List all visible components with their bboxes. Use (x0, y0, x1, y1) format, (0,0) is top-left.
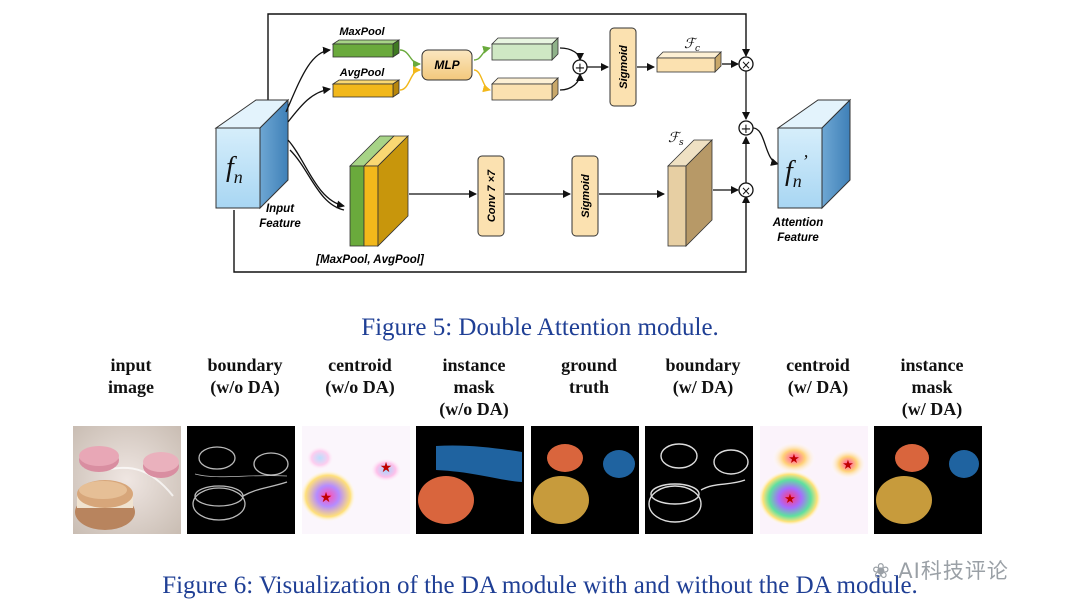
avgpool-label: AvgPool (339, 67, 386, 79)
svg-text:ℱc: ℱc (684, 36, 700, 54)
input-feature-label-1: Input (266, 203, 295, 215)
input-feature-cube: fn (214, 98, 290, 210)
fn-out-prime: ’ (802, 151, 808, 171)
instance-mask-wo-da-tile (416, 426, 524, 534)
spatial-attention-map (667, 139, 713, 247)
centroid-star-icon: ★ (320, 490, 333, 506)
watermark: ❀ AI科技评论 (872, 559, 1009, 583)
fn-out-subscript: n (793, 171, 802, 191)
conv-label: Conv 7 ×7 (486, 169, 498, 222)
column-header-boundary-w-da: boundary(w/ DA) (665, 355, 741, 397)
centroid-star-icon: ★ (788, 452, 800, 467)
input-image-tile (73, 426, 181, 534)
mlp-output-avgpool (491, 77, 559, 101)
bottom-skip-line (233, 195, 750, 273)
centroid-star-icon: ★ (842, 458, 854, 473)
attention-feature-cube: fn’ (776, 98, 852, 210)
avgpool-vector (331, 79, 401, 98)
svg-text:fn’: fn’ (785, 151, 808, 191)
arrow-to-concat-2 (289, 149, 345, 211)
svg-text:fn: fn (226, 152, 243, 187)
boundary-w-da-tile (645, 426, 753, 534)
fc-symbol: ℱ (684, 36, 698, 52)
fn-subscript: n (234, 167, 243, 187)
fs-symbol: ℱ (668, 130, 682, 146)
wechat-icon: ❀ (872, 559, 891, 583)
svg-text:+: + (741, 122, 752, 137)
attention-feature-label-1: Attention (772, 217, 823, 229)
merge-plus-icon: + (738, 120, 754, 137)
concat-pool-maps (349, 135, 409, 247)
spatial-sigmoid-label: Sigmoid (580, 174, 592, 218)
fs-subscript: s (679, 138, 684, 148)
svg-text:+: + (575, 61, 586, 76)
mlp-block (421, 49, 473, 81)
svg-text:×: × (741, 184, 751, 198)
svg-text:ℱs: ℱs (668, 130, 684, 148)
mlp-label: MLP (434, 58, 460, 72)
fc-subscript: c (695, 44, 700, 54)
channel-sigmoid-block (609, 27, 637, 107)
mlp-output-maxpool (491, 37, 559, 61)
figure5-caption: Figure 5: Double Attention module. (361, 314, 719, 341)
fn-symbol: f (226, 152, 237, 183)
maxpool-vector (331, 39, 401, 58)
top-skip-line (267, 13, 750, 100)
channel-attention-map (656, 51, 722, 73)
centroid-star-icon: ★ (380, 460, 393, 476)
maxpool-label: MaxPool (339, 26, 385, 38)
column-header-centroid-w-da: centroid(w/ DA) (786, 355, 850, 397)
spatial-sigmoid-block (571, 155, 599, 237)
spatial-multiply-icon: × (738, 182, 754, 198)
centroid-w-da-tile: ★ ★ ★ (760, 426, 868, 534)
boundary-wo-da-tile (187, 426, 295, 534)
channel-sum-plus-icon: + (572, 59, 588, 76)
channel-multiply-icon: × (738, 56, 754, 72)
centroid-star-icon: ★ (784, 492, 796, 507)
arrow-to-concat-1 (287, 139, 345, 209)
conv-block (477, 155, 505, 237)
instance-mask-w-da-tile (874, 426, 982, 534)
svg-text:×: × (741, 58, 751, 72)
concat-label: [MaxPool, AvgPool] (315, 254, 425, 266)
centroid-wo-da-tile: ★ ★ (302, 426, 410, 534)
arrow-to-maxpool (285, 46, 331, 113)
double-attention-diagram: fn Input Feature MaxPool AvgPool MLP (214, 13, 852, 273)
channel-sigmoid-label: Sigmoid (618, 45, 630, 89)
arrow-to-avgpool (287, 86, 331, 123)
input-feature-label-2: Feature (259, 218, 301, 230)
attention-feature-label-2: Feature (777, 232, 819, 244)
figure6-caption: Figure 6: Visualization of the DA module… (162, 572, 918, 599)
column-header-centroid-wo-da: centroid(w/o DA) (325, 355, 395, 397)
column-header-boundary-wo-da: boundary(w/o DA) (207, 355, 283, 397)
fn-out-symbol: f (785, 156, 796, 187)
ground-truth-tile (531, 426, 639, 534)
